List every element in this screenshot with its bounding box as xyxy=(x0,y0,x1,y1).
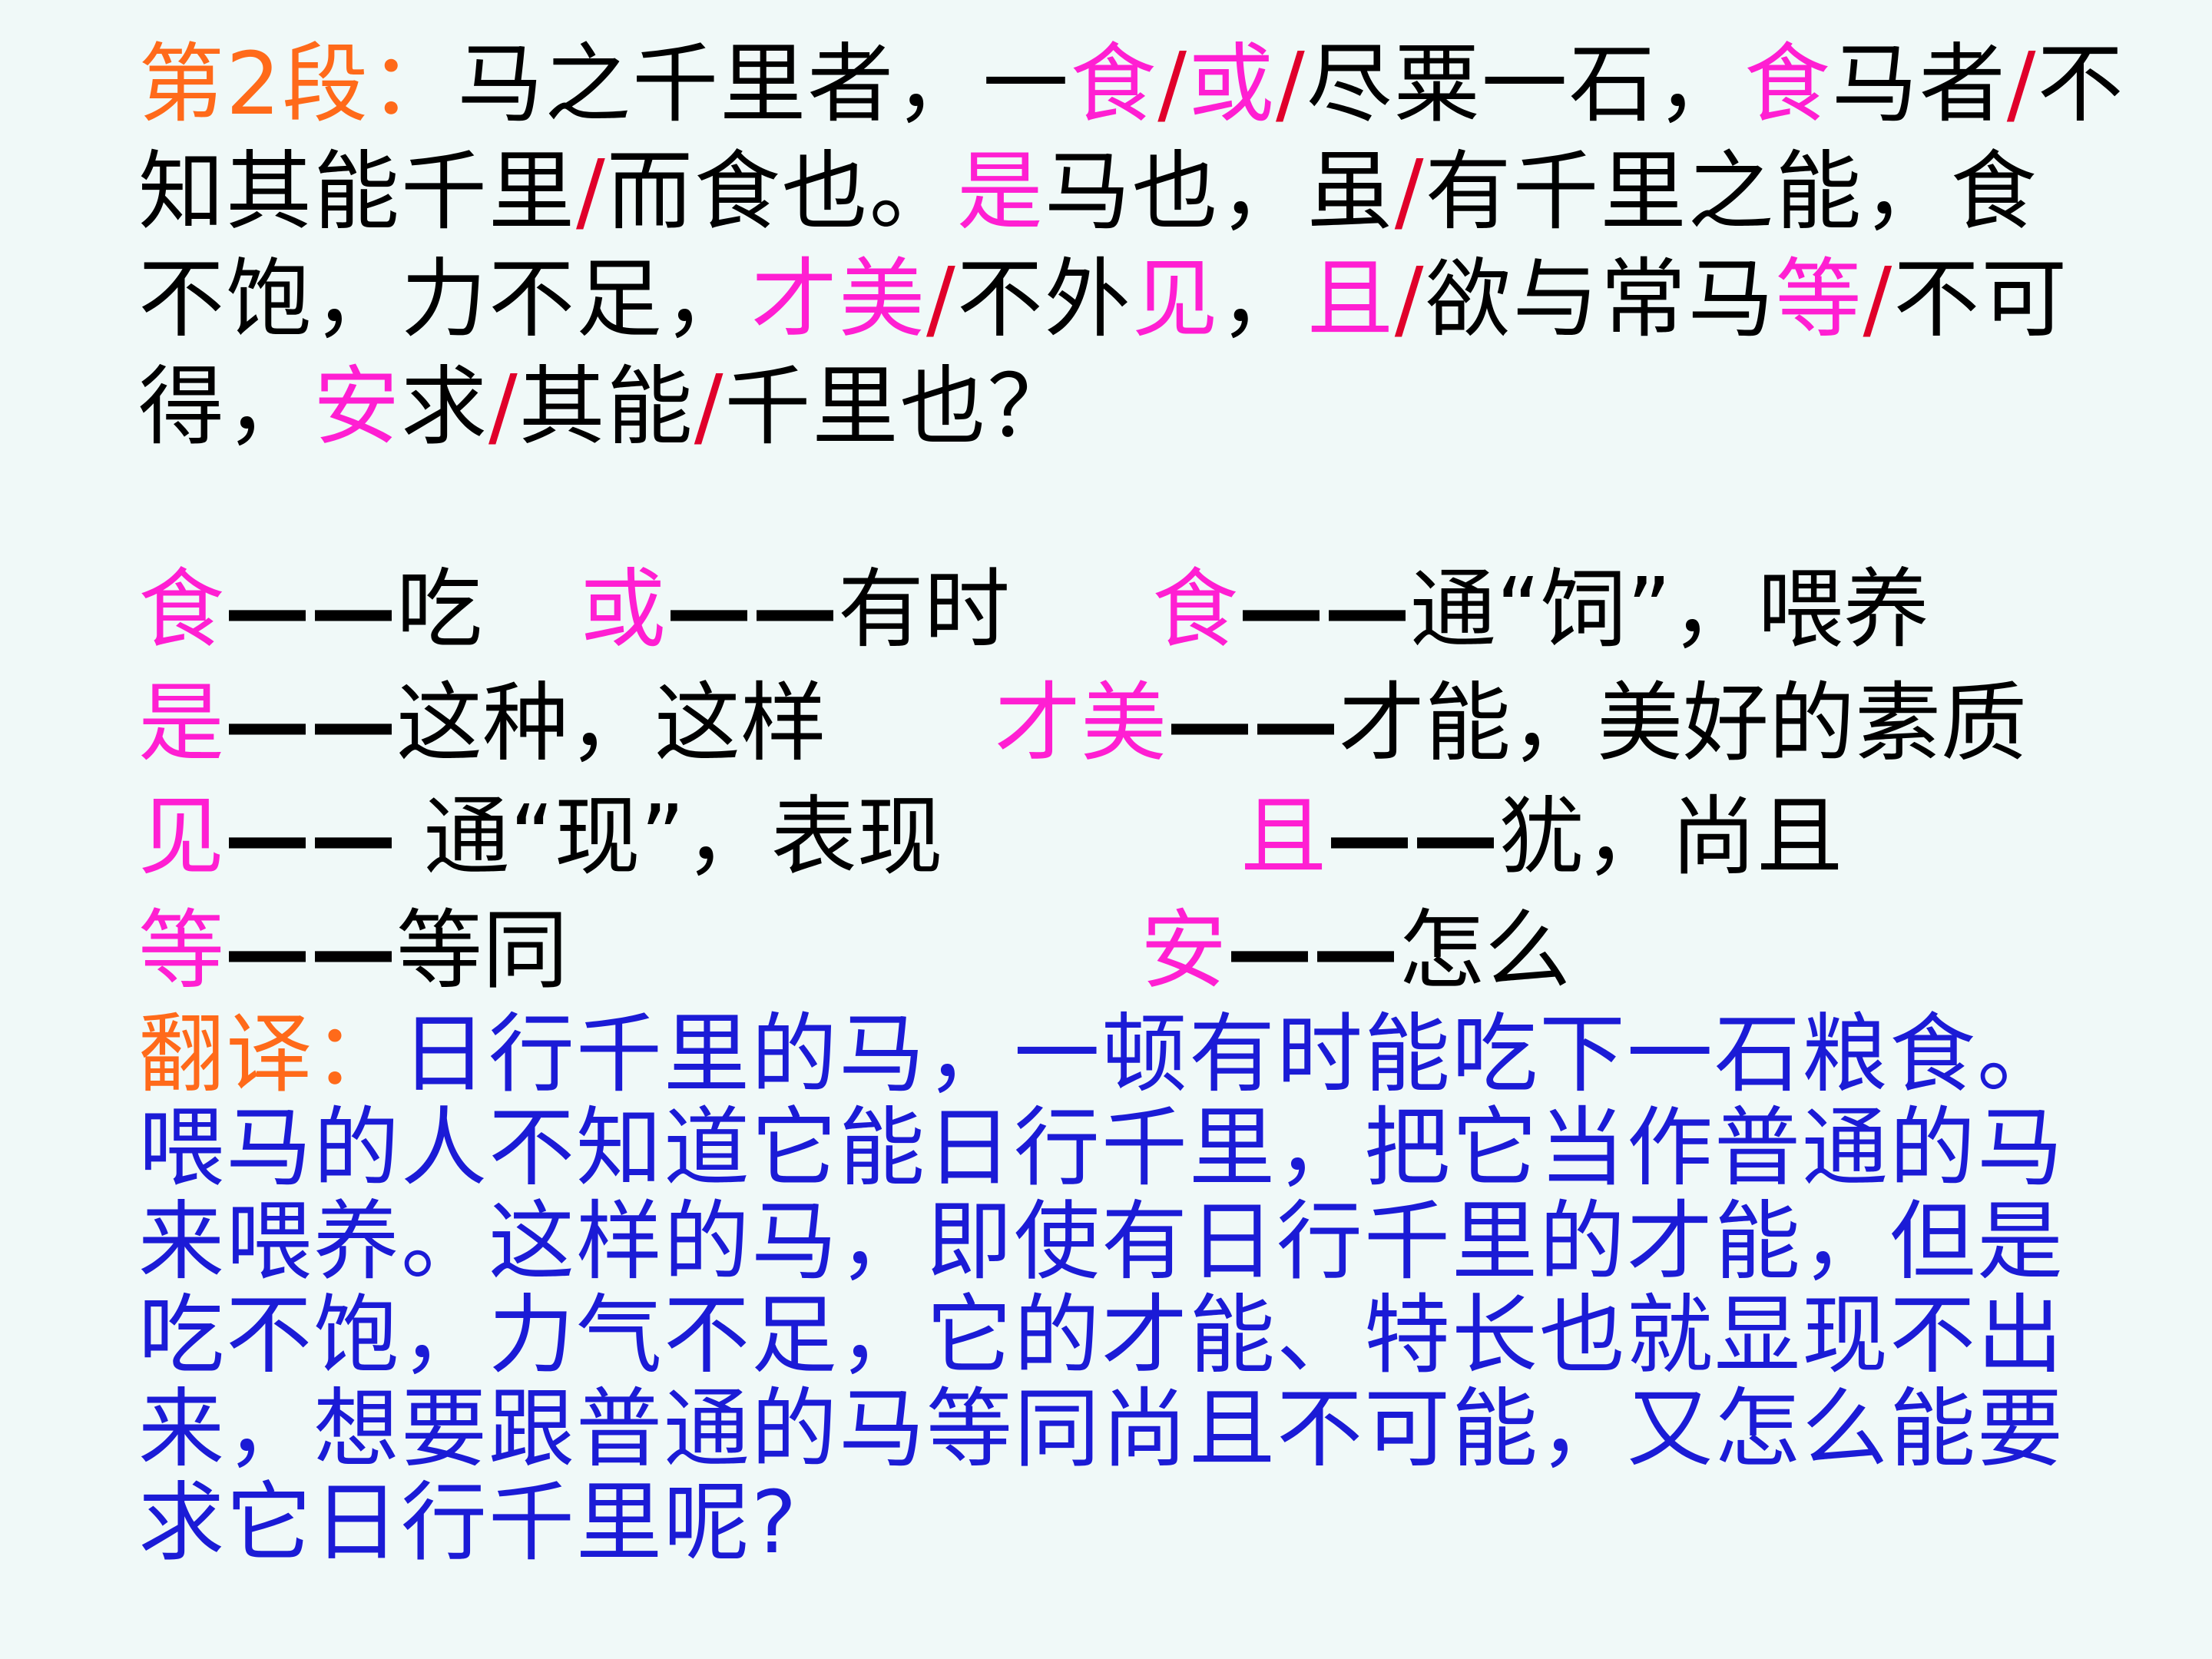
glossary-entry: 才美——才能，美好的素质 xyxy=(995,667,2027,780)
passage-text: 而食也。 xyxy=(606,142,957,242)
glossary-word: 安 xyxy=(1141,901,1227,1001)
translation-line-4: 吃不饱，力气不足，它的才能、特长也就显现不出 xyxy=(138,1289,2074,1382)
passage-text: 尽粟一石， xyxy=(1306,35,1744,134)
glossary-word: 食 xyxy=(138,560,224,660)
glossary-entry: 是——这种，这样 xyxy=(138,667,826,780)
glossary-dash: —— xyxy=(1167,674,1339,773)
glossary-row-4: 等——等同 安——怎么 xyxy=(138,894,2074,1008)
passage-text: 有千里之能，食 xyxy=(1425,142,2038,242)
highlighted-word: 食 xyxy=(1743,35,1832,134)
highlighted-word: 且 xyxy=(1306,250,1395,349)
pause-mark: / xyxy=(576,142,607,242)
glossary-dash: —— xyxy=(224,787,396,887)
passage-line-3: 不饱，力不足，才美/不外见，且/欲与常马等/不可 xyxy=(138,246,2074,353)
translation-text: 日行千里的马，一顿有时能吃下一石粮食。 xyxy=(401,1005,2065,1104)
translation-block: 翻译：日行千里的马，一顿有时能吃下一石粮食。 喂马的人不知道它能日行千里，把它当… xyxy=(138,1008,2074,1570)
glossary-meaning: 通“现”，表现 xyxy=(396,787,943,887)
highlighted-word: 才美 xyxy=(751,250,926,349)
pause-mark: / xyxy=(488,357,519,457)
passage-label: 第2段： xyxy=(138,35,458,134)
highlighted-word: 见 xyxy=(1131,250,1220,349)
glossary-dash: —— xyxy=(224,901,396,1001)
glossary-row-1: 食——吃 或——有时 食——通“饲”，喂养 xyxy=(138,553,2074,667)
glossary-row-2: 是——这种，这样 才美——才能，美好的素质 xyxy=(138,667,2074,780)
passage-text: 马者 xyxy=(1831,35,2007,134)
glossary-entry: 等——等同 xyxy=(138,894,568,1008)
glossary-entry: 且——犹，尚且 xyxy=(1240,780,1843,894)
glossary-dash: —— xyxy=(1227,901,1399,1001)
passage-text: 千里也？ xyxy=(724,357,1075,457)
glossary-meaning: 通“饲”，喂养 xyxy=(1410,560,1930,660)
pause-mark: / xyxy=(1276,35,1306,134)
glossary-meaning: 等同 xyxy=(396,901,568,1001)
glossary-row-3: 见—— 通“现”，表现 且——犹，尚且 xyxy=(138,780,2074,894)
passage-text: 欲与常马 xyxy=(1425,250,1776,349)
glossary-word: 见 xyxy=(138,787,224,887)
pause-mark: / xyxy=(1157,35,1188,134)
glossary-entry: 见—— 通“现”，表现 xyxy=(138,780,943,894)
translation-line-6: 求它日行千里呢? xyxy=(138,1476,2074,1570)
glossary-meaning: 怎么 xyxy=(1399,901,1571,1001)
pause-mark: / xyxy=(1394,142,1426,242)
glossary-word: 且 xyxy=(1240,787,1326,887)
glossary-meaning: 这种，这样 xyxy=(396,674,826,773)
glossary-word: 是 xyxy=(138,674,224,773)
translation-line-3: 来喂养。这样的马，即使有日行千里的才能，但是 xyxy=(138,1195,2074,1289)
translation-line-2: 喂马的人不知道它能日行千里，把它当作普通的马 xyxy=(138,1101,2074,1195)
pause-mark: / xyxy=(2006,35,2038,134)
translation-label: 翻译： xyxy=(138,1005,401,1104)
passage-text: 不外 xyxy=(956,250,1132,349)
glossary-entry: 或——有时 xyxy=(580,553,1010,667)
highlighted-word: 是 xyxy=(956,142,1045,242)
translation-line-1: 翻译：日行千里的马，一顿有时能吃下一石粮食。 xyxy=(138,1008,2074,1101)
pause-mark: / xyxy=(1863,250,1894,349)
passage-text: 其能 xyxy=(518,357,694,457)
glossary-entry: 食——吃 xyxy=(138,553,482,667)
glossary-dash: —— xyxy=(224,674,396,773)
passage-text: 马之千里者，一 xyxy=(457,35,1071,134)
highlighted-word: 等 xyxy=(1775,250,1863,349)
passage-text: 马也，虽 xyxy=(1044,142,1395,242)
glossary-meaning: 犹，尚且 xyxy=(1498,787,1843,887)
highlighted-word: 安 xyxy=(313,357,401,457)
glossary-meaning: 吃 xyxy=(396,560,482,660)
passage-line-1: 第2段：马之千里者，一食/或/尽粟一石，食马者/不 xyxy=(138,31,2123,138)
glossary-block: 食——吃 或——有时 食——通“饲”，喂养 是——这种，这样 才美——才能，美好… xyxy=(138,553,2074,1008)
passage-text: 不可 xyxy=(1893,250,2069,349)
highlighted-word: 或 xyxy=(1188,35,1276,134)
glossary-word: 等 xyxy=(138,901,224,1001)
glossary-dash: —— xyxy=(1238,560,1410,660)
glossary-meaning: 才能，美好的素质 xyxy=(1339,674,2027,773)
glossary-entry: 安——怎么 xyxy=(1141,894,1571,1008)
pause-mark: / xyxy=(926,250,957,349)
highlighted-word: 食 xyxy=(1070,35,1158,134)
translation-text: 吃不饱，力气不足，它的才能、特长也就显现不出 xyxy=(138,1286,2065,1386)
passage-text: 不饱，力不足， xyxy=(138,250,751,349)
passage-text: 求 xyxy=(401,357,488,457)
passage-text: 不 xyxy=(2037,35,2125,134)
passage-block: 第2段：马之千里者，一食/或/尽粟一石，食马者/不 知其能千里/而食也。是马也，… xyxy=(138,31,2123,461)
passage-text: 知其能千里 xyxy=(138,142,576,242)
translation-text: 来，想要跟普通的马等同尚且不可能，又怎么能要 xyxy=(138,1379,2065,1479)
glossary-word: 食 xyxy=(1152,560,1238,660)
glossary-entry: 食——通“饲”，喂养 xyxy=(1152,553,1929,667)
translation-line-5: 来，想要跟普通的马等同尚且不可能，又怎么能要 xyxy=(138,1382,2074,1476)
passage-text: ， xyxy=(1219,250,1307,349)
pause-mark: / xyxy=(1394,250,1426,349)
glossary-meaning: 有时 xyxy=(838,560,1010,660)
passage-line-4: 得，安求/其能/千里也？ xyxy=(138,353,2074,461)
glossary-word: 或 xyxy=(580,560,666,660)
translation-text: 求它日行千里呢? xyxy=(138,1473,799,1573)
slide: 第2段：马之千里者，一食/或/尽粟一石，食马者/不 知其能千里/而食也。是马也，… xyxy=(138,31,2123,1570)
glossary-word: 才美 xyxy=(995,674,1167,773)
translation-text: 喂马的人不知道它能日行千里，把它当作普通的马 xyxy=(138,1098,2065,1198)
glossary-dash: —— xyxy=(224,560,396,660)
translation-text: 来喂养。这样的马，即使有日行千里的才能，但是 xyxy=(138,1192,2065,1292)
glossary-dash: —— xyxy=(1326,787,1498,887)
glossary-dash: —— xyxy=(666,560,838,660)
pause-mark: / xyxy=(694,357,725,457)
passage-line-2: 知其能千里/而食也。是马也，虽/有千里之能，食 xyxy=(138,138,2074,246)
passage-text: 得， xyxy=(138,357,313,457)
